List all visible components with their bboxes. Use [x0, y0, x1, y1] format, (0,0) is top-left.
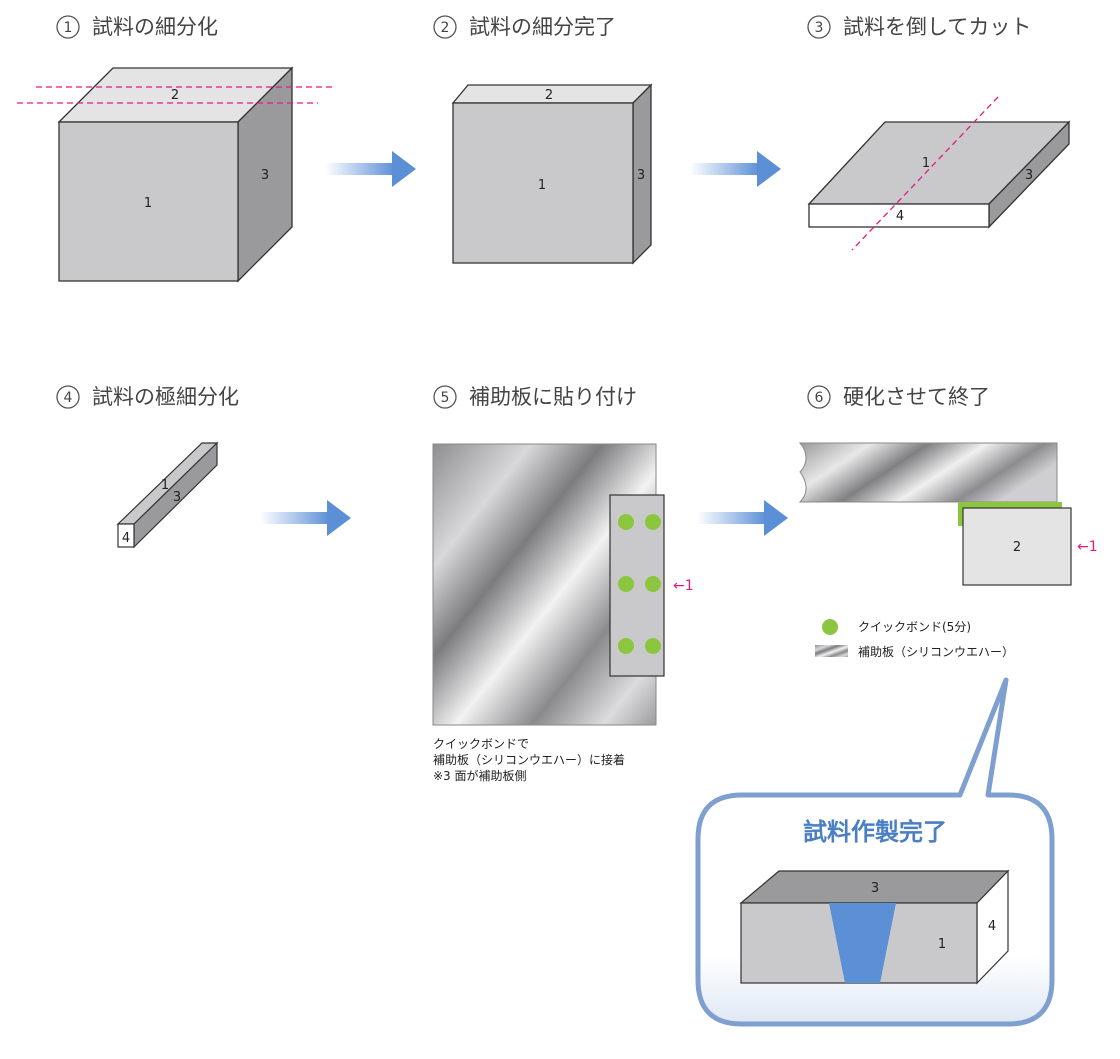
face-label: 2 — [171, 88, 179, 103]
flow-arrow — [325, 151, 416, 187]
step-title-text: 試料を倒してカット — [843, 15, 1031, 39]
bond-dot — [645, 576, 661, 592]
arrow-head — [327, 500, 351, 536]
slab-front-face — [808, 203, 990, 228]
flow-arrow — [690, 151, 781, 187]
cube-front-face — [58, 121, 239, 282]
support-plate — [798, 442, 1058, 503]
bond-dot — [618, 514, 634, 530]
step-title-4: 4 試料の極細分化 — [56, 385, 239, 409]
arrow-head — [764, 500, 788, 536]
legend: クイックボンド(5分) 補助板（シリコンウエハー） — [815, 619, 1014, 659]
face-label: 2 — [545, 88, 553, 103]
step-title-text: 試料の細分完了 — [469, 15, 616, 39]
flow-arrow — [697, 500, 788, 536]
legend-plate-label: 補助板（シリコンウエハー） — [858, 645, 1014, 659]
step-number: 1 — [64, 20, 73, 36]
face-label: 3 — [637, 168, 645, 183]
step5-note-line2: 補助板（シリコンウエハー）に接着 — [433, 752, 625, 767]
bond-dot — [645, 514, 661, 530]
step-title-text: 補助板に貼り付け — [469, 385, 637, 409]
bond-dot — [645, 638, 661, 654]
step2-slab: 2 1 3 — [451, 83, 653, 265]
step-number-circle — [433, 15, 457, 39]
step-number: 6 — [815, 390, 824, 406]
flow-arrow — [260, 500, 351, 536]
step-number: 2 — [441, 20, 450, 36]
face-label: 3 — [871, 881, 879, 896]
step5-note-line1: クイックボンドで — [433, 737, 529, 751]
step-title-3: 3 試料を倒してカット — [807, 15, 1031, 39]
face-label: 1 — [938, 937, 946, 952]
arrow-shaft — [260, 512, 330, 524]
arrow-head — [392, 151, 416, 187]
face-pointer-label: ←1 — [1077, 539, 1098, 555]
callout: 試料作製完了 3 1 4 — [695, 677, 1055, 1027]
face-pointer-label: ←1 — [673, 578, 694, 594]
face-label: 4 — [896, 209, 904, 224]
rod-end-face — [117, 523, 135, 548]
step3-slab: 1 3 4 — [807, 96, 1071, 251]
step-title-2: 2 試料の細分完了 — [433, 15, 616, 39]
face-label: 4 — [122, 531, 130, 546]
step-title-5: 5 補助板に貼り付け — [433, 385, 637, 409]
cut-line — [851, 96, 999, 251]
face-label: 1 — [144, 196, 152, 211]
step-number: 4 — [64, 390, 73, 406]
step6-assembly: 2 ←1 — [798, 442, 1098, 586]
step5-note-line3: ※3 面が補助板側 — [433, 768, 527, 783]
face-label: 4 — [988, 919, 996, 934]
step-number-circle — [433, 385, 457, 409]
bond-dot — [618, 638, 634, 654]
face-label: 3 — [1025, 168, 1033, 183]
legend-plate-icon — [815, 645, 848, 657]
face-label: 3 — [173, 490, 181, 505]
face-label: 1 — [922, 156, 930, 171]
sample-block — [962, 507, 1072, 586]
step-number-circle — [807, 15, 831, 39]
step-title-text: 硬化させて終了 — [843, 385, 990, 409]
step1-cube: 2 1 3 — [17, 66, 336, 283]
step5-plate: ←1 クイックボンドで 補助板（シリコンウエハー）に接着 ※3 面が補助板側 — [432, 443, 694, 783]
arrow-shaft — [325, 163, 395, 175]
step4-rod: 1 3 4 — [116, 441, 219, 549]
arrow-head — [757, 151, 781, 187]
legend-bond-icon — [822, 619, 838, 635]
step-number-circle — [56, 15, 80, 39]
step-number-circle — [56, 385, 80, 409]
arrow-shaft — [690, 163, 760, 175]
arrow-shaft — [697, 512, 767, 524]
bond-dot — [618, 576, 634, 592]
callout-title: 試料作製完了 — [803, 818, 947, 846]
face-label: 1 — [161, 478, 169, 493]
step-title-1: 1 試料の細分化 — [56, 15, 218, 39]
face-label: 1 — [538, 178, 546, 193]
step-number-circle — [807, 385, 831, 409]
finished-center-region — [829, 903, 896, 983]
step-title-text: 試料の極細分化 — [92, 385, 239, 409]
step-number: 3 — [815, 20, 824, 36]
legend-bond-label: クイックボンド(5分) — [858, 620, 971, 634]
face-label: 3 — [261, 168, 269, 183]
step-number: 5 — [441, 390, 450, 406]
face-label: 2 — [1013, 540, 1021, 555]
step-title-text: 試料の細分化 — [92, 15, 218, 39]
slab-front-face — [452, 102, 634, 264]
step-title-6: 6 硬化させて終了 — [807, 385, 990, 409]
